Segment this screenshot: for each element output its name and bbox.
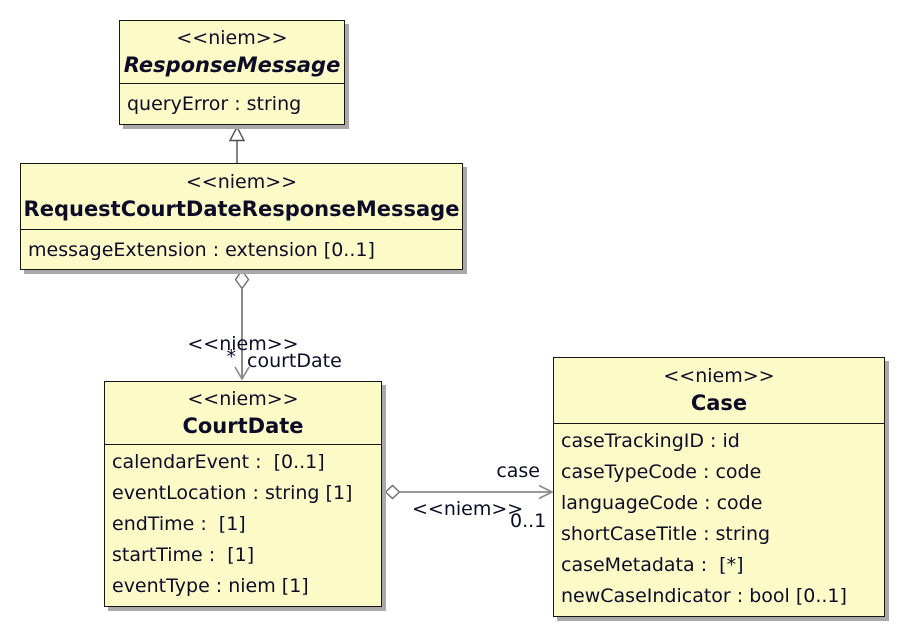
class-header: <<niem>> ResponseMessage	[120, 21, 344, 84]
class-court-date: <<niem>> CourtDate calendarEvent : [0..1…	[104, 381, 382, 607]
case-aggregation-connector	[384, 484, 554, 500]
class-response-message: <<niem>> ResponseMessage queryError : st…	[119, 20, 345, 125]
attribute-row: shortCaseTitle : string	[561, 523, 771, 545]
class-name: ResponseMessage	[123, 52, 341, 77]
class-name: Case	[690, 391, 748, 415]
courtdate-connector-stereotype: <<niem>>	[187, 333, 299, 355]
class-name: RequestCourtDateResponseMessage	[23, 197, 460, 221]
case-connector-multiplicity: 0..1	[510, 510, 547, 532]
class-case: <<niem>> Case caseTrackingID : id caseTy…	[553, 357, 885, 617]
generalization-connector	[228, 125, 246, 163]
attribute-row: newCaseIndicator : bool [0..1]	[561, 585, 847, 607]
attribute-row: calendarEvent : [0..1]	[112, 451, 325, 473]
class-request-court-date-response-message: <<niem>> RequestCourtDateResponseMessage…	[20, 163, 463, 270]
attribute-row: caseMetadata : [*]	[561, 554, 744, 576]
attribute-row: messageExtension : extension [0..1]	[28, 239, 375, 261]
stereotype-label: <<niem>>	[185, 171, 298, 193]
attributes-compartment: calendarEvent : [0..1] eventLocation : s…	[105, 445, 381, 602]
attribute-row: caseTrackingID : id	[561, 430, 740, 452]
courtdate-connector-role: courtDate	[247, 350, 342, 372]
stereotype-label: <<niem>>	[663, 365, 775, 387]
class-header: <<niem>> RequestCourtDateResponseMessage	[21, 164, 462, 230]
courtdate-connector-multiplicity: *	[226, 346, 237, 368]
class-header: <<niem>> Case	[554, 358, 884, 424]
stereotype-label: <<niem>>	[187, 387, 299, 410]
aggregation-diamond-icon	[384, 484, 401, 500]
attributes-compartment: queryError : string	[120, 84, 344, 117]
case-connector-stereotype: <<niem>>	[412, 498, 524, 520]
attributes-compartment: caseTrackingID : id caseTypeCode : code …	[554, 424, 884, 612]
attribute-row: eventType : niem [1]	[112, 575, 309, 597]
aggregation-diamond-icon	[234, 269, 250, 290]
class-header: <<niem>> CourtDate	[105, 382, 381, 445]
generalization-triangle-icon	[228, 125, 246, 142]
attribute-row: languageCode : code	[561, 492, 763, 514]
attribute-row: eventLocation : string [1]	[112, 482, 353, 504]
class-name: CourtDate	[182, 413, 304, 438]
attribute-row: caseTypeCode : code	[561, 461, 762, 483]
attribute-row: queryError : string	[127, 93, 302, 115]
stereotype-label: <<niem>>	[176, 26, 288, 49]
attribute-row: endTime : [1]	[112, 513, 246, 535]
attribute-row: startTime : [1]	[112, 544, 255, 566]
case-connector-role: case	[496, 460, 540, 482]
attributes-compartment: messageExtension : extension [0..1]	[21, 230, 462, 263]
open-arrowhead-icon	[538, 484, 554, 500]
